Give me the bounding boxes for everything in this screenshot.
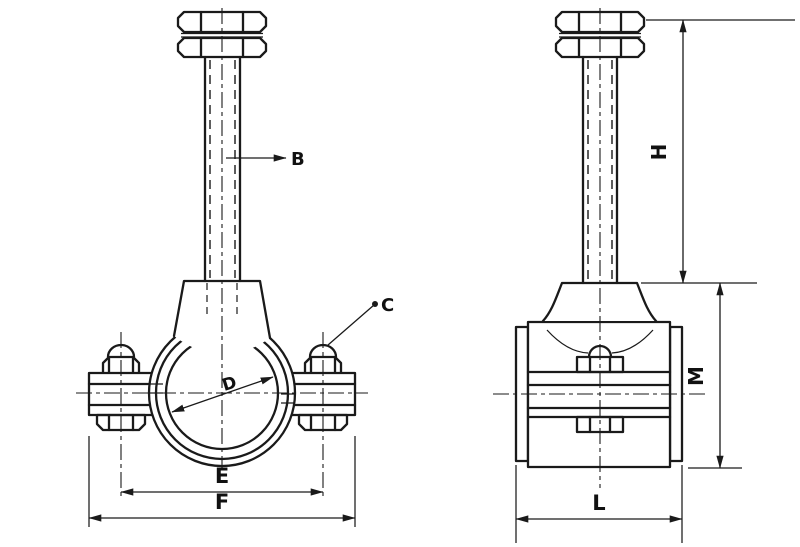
dimension-M: M bbox=[684, 282, 742, 469]
label-overall-width-f: F bbox=[215, 490, 229, 514]
label-bore-d: D bbox=[220, 373, 239, 396]
side-rod bbox=[581, 55, 619, 285]
bolt-nut bbox=[297, 413, 349, 432]
dimension-L: L bbox=[515, 465, 683, 543]
front-rod bbox=[203, 55, 242, 283]
lower-nut bbox=[176, 36, 268, 59]
label-body-height-m: M bbox=[684, 366, 708, 386]
lower-nut bbox=[554, 36, 646, 59]
upper-nut bbox=[554, 10, 646, 34]
bolt-nut bbox=[95, 413, 147, 432]
dimension-E: E bbox=[120, 464, 324, 496]
side-top-nuts bbox=[554, 10, 646, 59]
front-top-nuts bbox=[176, 10, 268, 59]
dimension-D: D bbox=[171, 373, 274, 413]
leader-dot bbox=[372, 301, 378, 307]
ring-split-right bbox=[281, 393, 294, 404]
label-body-width-l: L bbox=[592, 491, 605, 515]
saddle-arc-left bbox=[546, 329, 589, 354]
dimension-C: C bbox=[327, 295, 394, 346]
dimension-F: F bbox=[88, 436, 356, 527]
dimension-B: B bbox=[226, 149, 305, 170]
label-rod-height-h: H bbox=[647, 144, 671, 161]
dimensions: B C D E F H bbox=[88, 19, 795, 543]
side-view bbox=[493, 8, 706, 488]
label-rod-b: B bbox=[291, 149, 305, 170]
label-bolt-c: C bbox=[381, 295, 394, 316]
label-bolt-spacing-e: E bbox=[215, 464, 229, 488]
front-view bbox=[76, 8, 368, 497]
saddle-arc-right bbox=[611, 329, 654, 354]
upper-nut bbox=[176, 10, 268, 34]
dimension-H: H bbox=[641, 19, 795, 284]
